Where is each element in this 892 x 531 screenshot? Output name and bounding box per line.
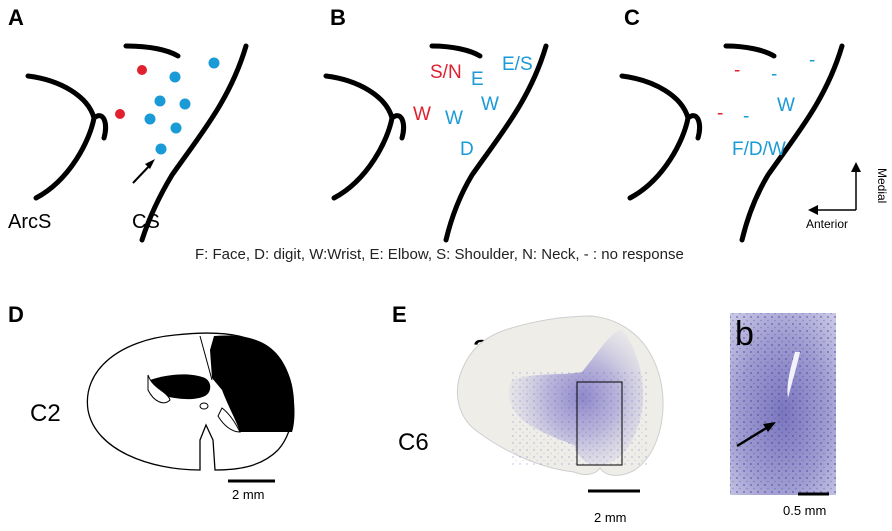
response-site-blue xyxy=(154,95,166,107)
arcs-label: ArcS xyxy=(8,211,51,233)
label-wrist: W xyxy=(481,94,499,115)
label-no-response: - xyxy=(809,50,815,71)
label-wrist: W xyxy=(777,95,795,116)
response-site-blue xyxy=(179,98,191,110)
response-site-blue xyxy=(144,113,156,125)
superior-sulcus-arc xyxy=(723,43,777,59)
label-face-digit-wrist: F/D/W xyxy=(732,139,786,160)
scale-label-d: 2 mm xyxy=(232,487,265,502)
panel-letter-e: E xyxy=(392,302,407,327)
ventral-horn-right xyxy=(217,407,241,433)
response-site-red xyxy=(137,65,147,75)
panel-a-map: ArcS CS xyxy=(8,43,249,243)
medial-label: Medial xyxy=(875,168,889,203)
scale-label-e-b: 0.5 mm xyxy=(783,503,826,518)
cs-label: CS xyxy=(132,211,160,233)
panel-letter-d: D xyxy=(8,302,24,327)
panel-letter-c: C xyxy=(624,5,640,30)
panel-letter-a: A xyxy=(8,5,24,30)
white-matter-lesion xyxy=(210,335,295,432)
superior-sulcus-arc xyxy=(429,43,483,59)
label-digit: D xyxy=(460,139,474,160)
arrow-icon xyxy=(736,422,776,448)
ventral-horn-left xyxy=(147,374,171,404)
central-sulcus xyxy=(443,43,549,243)
legend-text: F: Face, D: digit, W:Wrist, E: Elbow, S:… xyxy=(195,246,684,263)
arcuate-sulcus xyxy=(25,73,109,201)
panel-e-histology: C6 a 2 mm b 0.5 mm xyxy=(398,313,836,525)
central-canal-b xyxy=(787,352,800,398)
arrow-icon xyxy=(132,159,155,184)
label-no-response: - xyxy=(771,64,777,85)
scale-bar-e-b: 0.5 mm xyxy=(783,492,829,518)
response-site-blue xyxy=(169,71,181,83)
panel-letter-b: B xyxy=(330,5,346,30)
label-shoulder-neck: S/N xyxy=(430,62,462,83)
central-sulcus xyxy=(739,43,845,243)
label-no-response-red: - xyxy=(717,103,723,124)
superior-sulcus-arc xyxy=(123,43,181,59)
label-no-response: - xyxy=(743,106,749,127)
dorsal-horn-lesion xyxy=(150,374,211,400)
label-wrist: W xyxy=(445,108,463,129)
scale-bar-d: 2 mm xyxy=(228,479,275,502)
panel-c-map: - - - - - W F/D/W xyxy=(619,43,845,243)
response-site-red xyxy=(115,109,125,119)
segment-label-c6: C6 xyxy=(398,429,429,456)
arcuate-sulcus xyxy=(323,73,407,201)
label-elbow-shoulder: E/S xyxy=(502,54,533,75)
label-no-response-red: - xyxy=(734,60,740,81)
label-wrist-red: W xyxy=(413,104,431,125)
sublabel-b: b xyxy=(735,315,754,353)
anterior-label: Anterior xyxy=(806,217,848,231)
response-site-blue xyxy=(208,57,220,69)
panel-d-spinal-cord: C2 2 mm xyxy=(30,332,295,502)
central-canal xyxy=(199,402,209,410)
response-site-blue xyxy=(155,143,167,155)
inset-box xyxy=(576,381,623,466)
orientation-indicator: Medial Anterior xyxy=(806,162,889,231)
segment-label-c2: C2 xyxy=(30,400,61,427)
scale-label-e-a: 2 mm xyxy=(594,510,627,525)
panel-b-map: S/N E E/S W W W D xyxy=(323,43,549,243)
arcuate-sulcus xyxy=(619,73,703,201)
response-site-blue xyxy=(170,122,182,134)
central-sulcus xyxy=(139,43,249,243)
dorsal-septum xyxy=(199,335,213,381)
label-elbow: E xyxy=(471,69,484,90)
scale-bar-e-a: 2 mm xyxy=(588,489,640,525)
